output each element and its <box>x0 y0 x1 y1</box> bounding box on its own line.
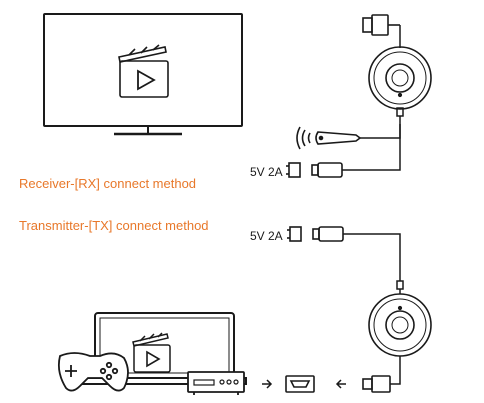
tv-icon <box>43 13 243 136</box>
usb-power-adapter-icon <box>287 226 344 242</box>
tx-power-label: 5V 2A <box>250 229 283 243</box>
usb-power-adapter-icon <box>286 162 343 178</box>
rx-power-label: 5V 2A <box>250 165 283 179</box>
puck-transmitter-icon <box>368 293 432 357</box>
wireless-antenna-icon <box>296 126 362 150</box>
arrow-right-icon <box>262 379 273 389</box>
puck-receiver-icon <box>368 46 432 110</box>
hdmi-plug-icon <box>362 14 400 36</box>
clapperboard-play-icon <box>132 332 171 373</box>
gamepad-icon <box>57 352 129 392</box>
clapperboard-play-icon <box>118 44 169 98</box>
hdmi-plug-icon <box>362 375 391 393</box>
transmitter-method-label: Transmitter-[TX] connect method <box>19 218 209 233</box>
receiver-method-label: Receiver-[RX] connect method <box>19 176 196 191</box>
set-top-box-icon <box>187 371 245 395</box>
hdmi-port-icon <box>285 375 315 393</box>
arrow-left-icon <box>335 379 346 389</box>
